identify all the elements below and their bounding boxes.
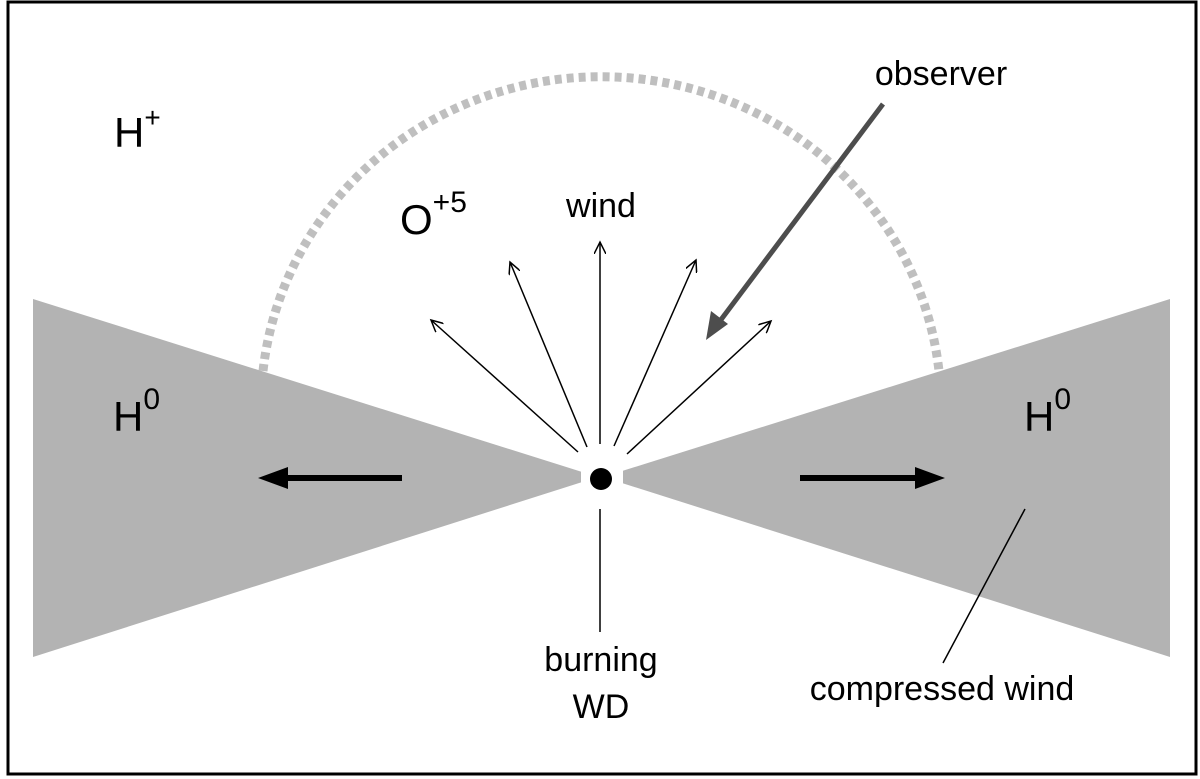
- left-outflow-arrow: [258, 467, 402, 489]
- wind-arrow-5: [626, 321, 771, 455]
- burning-label: burning: [544, 641, 657, 679]
- o-plus5-label: O+5: [400, 186, 467, 243]
- h-plus-label: H+: [114, 102, 161, 156]
- wd-label: WD: [573, 688, 630, 726]
- wind-label: wind: [565, 187, 636, 225]
- compressed-wind-leader-line: [942, 508, 1026, 664]
- wind-arrow-4: [613, 260, 696, 447]
- white-dwarf: [590, 468, 612, 490]
- wind-arrow-1: [431, 320, 579, 453]
- h0-left-label: H0: [113, 383, 160, 440]
- observer-label: observer: [875, 55, 1007, 93]
- observer-arrow: [706, 102, 885, 340]
- compressed-wind-label: compressed wind: [810, 670, 1075, 708]
- ionization-front-arc: [258, 72, 944, 372]
- right-outflow-arrow: [800, 467, 945, 489]
- wind-arrow-2: [510, 262, 588, 448]
- h0-right-label: H0: [1024, 383, 1071, 440]
- wind-arrows: [431, 242, 771, 455]
